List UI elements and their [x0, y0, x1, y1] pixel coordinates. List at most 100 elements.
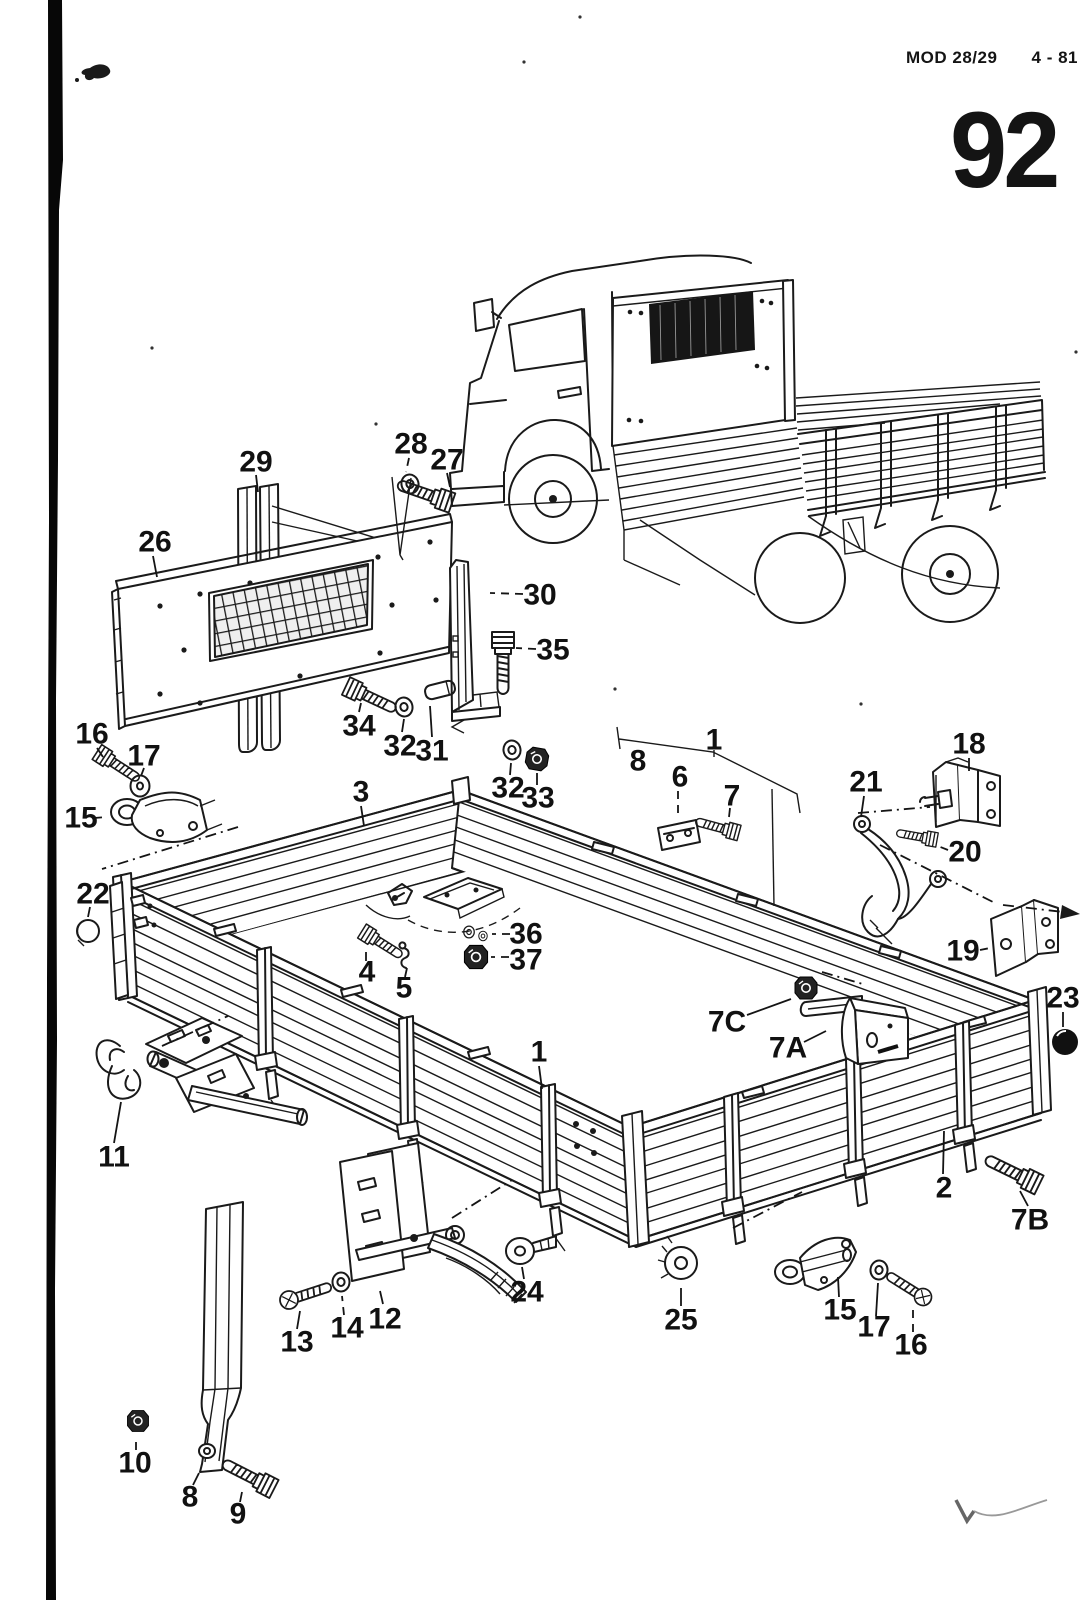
callout-15a: 15: [64, 802, 97, 835]
plug-22: [76, 919, 100, 947]
nut-10: [126, 1409, 150, 1433]
leader-24: [521, 1266, 525, 1280]
callout-24: 24: [510, 1276, 544, 1309]
leader-21: [860, 795, 865, 818]
leader-2: [942, 1130, 945, 1175]
callout-23: 23: [1046, 982, 1079, 1015]
leader-7: [728, 807, 731, 818]
leader-3: [360, 805, 365, 827]
hardware-34-32-31: [341, 676, 551, 773]
screw-13: [276, 1276, 335, 1313]
leader-32b: [509, 762, 512, 776]
edition-date: 4 - 81: [1031, 48, 1078, 67]
callout-26: 26: [138, 526, 171, 559]
grommet-24: [505, 1235, 557, 1265]
leader-31: [429, 705, 433, 738]
page-number: 92: [950, 89, 1060, 210]
callout-14: 14: [330, 1312, 364, 1345]
leader-22: [87, 906, 91, 918]
hinge-assembly-12: [339, 1142, 527, 1304]
callout-19: 19: [946, 935, 979, 968]
leader-7A: [803, 1030, 827, 1043]
callout-18: 18: [952, 728, 985, 761]
callout-16a: 16: [75, 718, 108, 751]
callout-5: 5: [396, 972, 413, 1005]
bolt-7B: [980, 1148, 1045, 1196]
leader-17a: [140, 767, 145, 777]
floor-bracket: [365, 877, 521, 933]
washer-32b: [500, 738, 524, 762]
callout-17a: 17: [127, 740, 160, 773]
callout-22: 22: [76, 878, 109, 911]
leader-30: [489, 592, 524, 595]
callout-29: 29: [239, 446, 272, 479]
pencil-mark: [954, 1499, 976, 1525]
bolt-16b: [882, 1266, 936, 1310]
bolt-9: [217, 1453, 280, 1499]
callout-7C: 7C: [708, 1006, 746, 1039]
doc-code: MOD 28/29: [906, 48, 998, 67]
washer-14: [331, 1271, 351, 1293]
clip-5: [398, 941, 410, 969]
callout-37: 37: [509, 944, 542, 977]
bracket-15: [110, 791, 223, 843]
nut-37: [463, 944, 489, 970]
callout-1b: 1: [531, 1036, 548, 1069]
callout-28: 28: [394, 428, 427, 461]
leader-14: [341, 1295, 345, 1316]
leader-17b: [875, 1282, 879, 1317]
callout-2: 2: [936, 1172, 953, 1205]
grommet-25: [657, 1235, 698, 1280]
latch-plate-6: [657, 819, 701, 851]
panel-bolt-dots: [573, 1121, 597, 1156]
nut-7C: [794, 976, 818, 1000]
callout-4: 4: [359, 956, 376, 989]
callout-20: 20: [948, 836, 981, 869]
corner-stake-30: [449, 559, 501, 734]
leader-19: [979, 947, 991, 951]
bolt-7: [693, 813, 742, 842]
leader-35: [515, 647, 537, 650]
callout-17b: 17: [857, 1311, 890, 1344]
callout-7B: 7B: [1011, 1204, 1049, 1237]
washer-17: [129, 774, 151, 798]
callout-27: 27: [430, 444, 463, 477]
panel-stakes: [254, 946, 977, 1252]
callout-7A: 7A: [769, 1032, 807, 1065]
callout-11: 11: [98, 1141, 130, 1174]
arrowhead-icon: [1060, 905, 1080, 919]
callout-31: 31: [415, 735, 448, 768]
leader-11: [113, 1101, 122, 1144]
leader-28: [405, 457, 410, 473]
group-1-bracket: [616, 726, 801, 907]
callout-3: 3: [353, 776, 370, 809]
callout-33: 33: [521, 782, 554, 815]
mesh-grille: [208, 559, 374, 662]
leader-34: [358, 702, 362, 713]
truck-overview-illustration: [449, 254, 1046, 624]
callout-9: 9: [230, 1498, 247, 1531]
callout-25: 25: [664, 1304, 697, 1337]
leader-32a: [401, 718, 405, 733]
scan-artifacts: [75, 15, 1078, 1525]
callout-35: 35: [536, 634, 569, 667]
cab-window: [508, 308, 586, 372]
header: MOD 28/29 4 - 81: [906, 48, 1078, 68]
callout-34: 34: [342, 710, 376, 743]
leader-7C: [746, 998, 792, 1016]
callout-36: 36: [509, 918, 542, 951]
callout-21: 21: [849, 766, 882, 799]
latch-bracket-7A: [799, 995, 909, 1065]
callout-10: 10: [118, 1447, 151, 1480]
callout-8a: 8: [630, 745, 647, 778]
hinge-assembly-11: [95, 1017, 308, 1126]
platform-assembly: [109, 776, 1052, 1252]
washer-32a: [392, 694, 416, 720]
leader-16a: [96, 747, 104, 758]
callout-16b: 16: [894, 1329, 927, 1362]
leader-12: [379, 1290, 384, 1305]
leader-9: [239, 1491, 243, 1503]
cap-23: [1052, 1029, 1078, 1055]
leader-5: [404, 967, 408, 978]
